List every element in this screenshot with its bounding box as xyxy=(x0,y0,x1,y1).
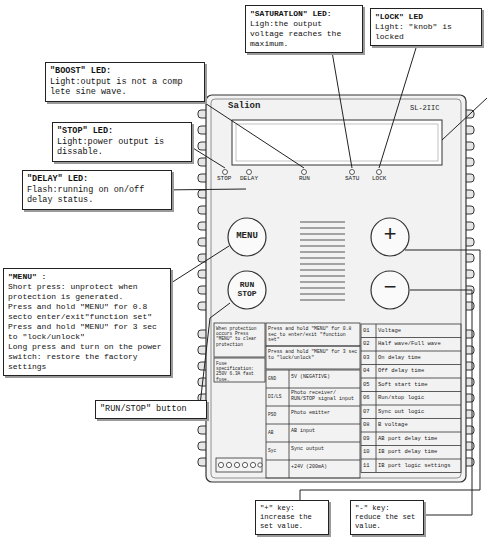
button-label: − xyxy=(380,278,400,300)
function-code: 04 xyxy=(363,368,376,374)
callout-box: "-" key: reduce the set value. xyxy=(350,500,424,535)
callout-heading: "SATURATLON" LED: xyxy=(250,9,358,19)
led-label: LOCK xyxy=(372,176,392,183)
callout-box: "RUN/STOP" button xyxy=(95,400,207,419)
panel-note: Fuse specification: 250V 6.3A fast fuse. xyxy=(216,361,265,382)
pin-name: AB xyxy=(268,430,289,435)
callout-text: Press and hold "MENU" for 0.8 secto ente… xyxy=(8,302,166,322)
function-name: B voltage xyxy=(378,422,460,428)
led-label: DELAY xyxy=(240,176,264,183)
callout-box: "BOOST" LED:Light:output is not a comp l… xyxy=(45,62,205,102)
function-name: Voltage xyxy=(378,328,460,334)
callout-box: "STOP" LED:Light:power output is dissabl… xyxy=(52,122,192,162)
pin-name: PSO xyxy=(268,412,289,417)
callout-box: "+" key: increase the set value. xyxy=(255,500,329,535)
function-code: 02 xyxy=(363,341,376,347)
pin-name: Syc xyxy=(268,448,289,453)
callout-text: Ligh:the output voltage reaches the maxi… xyxy=(250,19,358,49)
function-code: 09 xyxy=(363,436,376,442)
function-name: Soft start time xyxy=(378,382,460,388)
callout-text: "-" key: reduce the set value. xyxy=(355,504,419,531)
function-name: Off delay time xyxy=(378,368,460,374)
function-code: 03 xyxy=(363,355,376,361)
callout-box: "MENU" :Short press: unprotect when prot… xyxy=(3,268,171,376)
led-label: STOP xyxy=(217,176,237,183)
callout-text: "+" key: increase the set value. xyxy=(260,504,324,531)
function-name: Run/stop logic xyxy=(378,395,460,401)
callout-heading: "DELAY" LED: xyxy=(27,174,167,185)
callout-box: "SATURATLON" LED:Ligh:the output voltage… xyxy=(245,5,363,53)
led-label: RUN xyxy=(299,176,317,183)
callout-box: "DELAY" LED:Flash:running on on/off dela… xyxy=(22,170,172,210)
callout-text: Light:power output is dissable. xyxy=(57,137,187,158)
terminal-function: Sync output xyxy=(291,447,359,453)
callout-text: Press and hold "MENU" for 3 sec to "lock… xyxy=(8,322,166,342)
panel-note: Press and hold "MENU" for 0.8 sec to ent… xyxy=(268,326,359,343)
terminal-function: Photo emitter xyxy=(291,411,359,417)
function-name: Half wave/Full wave xyxy=(378,341,460,347)
function-name: IB port delay time xyxy=(378,449,460,455)
function-name: Sync out logic xyxy=(378,409,460,415)
function-name: IB port logic settings xyxy=(378,463,460,469)
callout-text: Long press and turn on the power switch:… xyxy=(8,342,166,372)
function-code: 07 xyxy=(363,409,376,415)
callout-text: Flash:running on on/off delay status. xyxy=(27,185,167,206)
callout-text: Light:output is not a comp lete sine wav… xyxy=(50,77,200,98)
terminal-function: Photo receiver/ RUN/STOP signal input xyxy=(291,391,359,403)
callout-text: Short press: unprotect when protection i… xyxy=(8,282,166,302)
callout-box: "LOCK" LEDLight: "knob" is locked xyxy=(370,8,482,46)
callout-text: Light: "knob" is locked xyxy=(375,22,477,42)
pin-name: GND xyxy=(268,376,289,381)
brand-name: Salion xyxy=(228,101,288,111)
terminal-function: AB input xyxy=(291,429,359,435)
button-label: + xyxy=(380,225,400,247)
button-label: RUN STOP xyxy=(233,280,261,298)
model-number: SL-2IIC xyxy=(410,104,450,112)
panel-note: Press and hold "MENU" for 3 sec to "lock… xyxy=(268,349,359,360)
callout-heading: "MENU" : xyxy=(8,272,166,282)
terminal-function: +24V (200mA) xyxy=(291,465,359,471)
pin-name: DI/LS xyxy=(268,394,289,399)
callout-heading: "LOCK" LED xyxy=(375,12,477,22)
function-code: 05 xyxy=(363,382,376,388)
callout-heading: "BOOST" LED: xyxy=(50,66,200,77)
terminal-function: 5V (NEGATIVE) xyxy=(291,375,359,381)
function-code: 10 xyxy=(363,449,376,455)
callout-text: "RUN/STOP" button xyxy=(100,404,202,415)
panel-note: When protection occurs Press "MENU" to c… xyxy=(216,326,265,347)
callout-heading: "STOP" LED: xyxy=(57,126,187,137)
function-name: AB port delay time xyxy=(378,436,460,442)
led-label: SATU xyxy=(345,176,365,183)
function-code: 11 xyxy=(363,463,376,469)
button-label: MENU xyxy=(229,231,265,241)
function-code: 01 xyxy=(363,328,376,334)
function-name: On delay time xyxy=(378,355,460,361)
function-code: 06 xyxy=(363,395,376,401)
function-code: 08 xyxy=(363,422,376,428)
